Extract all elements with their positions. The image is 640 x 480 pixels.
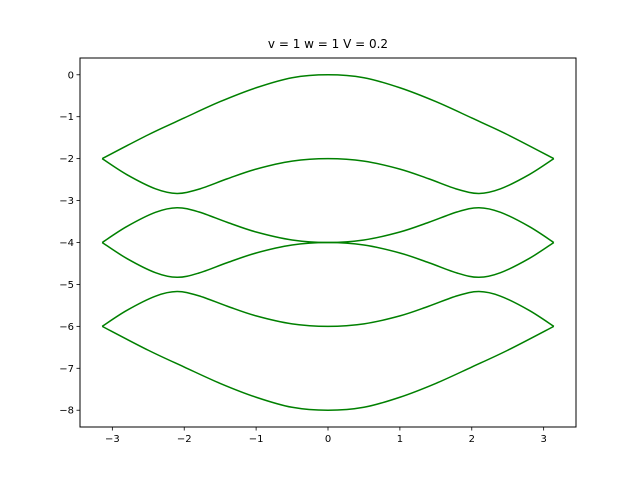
y-tick-label: −4 [59,238,74,249]
x-tick-label: 0 [325,434,331,445]
y-tick-label: −5 [59,280,74,291]
plot-frame [79,57,577,428]
band-line-6 [101,325,555,411]
band-line-2 [101,157,555,195]
chart-title: v = 1 w = 1 V = 0.2 [268,37,388,51]
y-tick-label: 0 [68,70,74,81]
y-tick-label: −6 [59,322,74,333]
y-tick-label: −2 [59,154,74,165]
y-tick-label: −7 [59,364,74,375]
y-tick-label: −8 [59,406,74,417]
band-line-4 [101,241,555,279]
x-tick-label: −1 [249,434,264,445]
y-tick-label: −3 [59,196,74,207]
x-tick-label: 1 [397,434,403,445]
x-tick-label: −3 [105,434,120,445]
y-tick-label: −1 [59,112,74,123]
series-layer [101,74,555,411]
x-tick-label: 3 [540,434,546,445]
band-line-5 [101,290,555,328]
band-line-1 [101,74,555,160]
x-tick-label: 2 [469,434,475,445]
x-tick-label: −2 [177,434,192,445]
axis-layer: −3 −2 −1 0 1 2 3 0 −1 −2 −3 −4 −5 −6 −7 −8 [59,70,547,445]
